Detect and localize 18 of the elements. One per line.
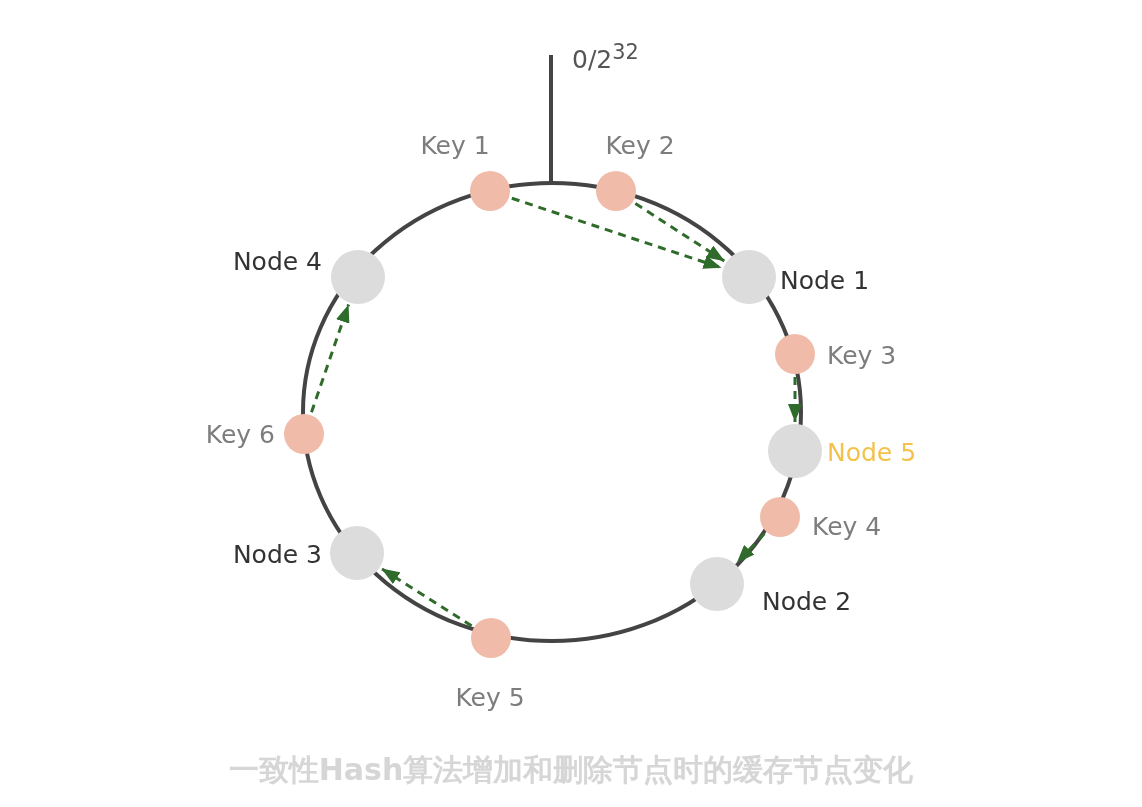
node-label: Key 1 xyxy=(420,131,490,161)
node-label: Node 3 xyxy=(232,540,322,570)
node-label: Key 2 xyxy=(605,131,675,161)
arrow xyxy=(634,202,726,263)
node-label: Node 1 xyxy=(780,266,870,296)
range-label: 0/2$^{32}$ xyxy=(572,40,639,75)
arrow xyxy=(735,532,766,564)
node-label: Key 4 xyxy=(812,512,882,542)
node-label: Key 3 xyxy=(827,341,897,371)
node-label: Node 5 xyxy=(827,438,917,468)
node-label: Node 2 xyxy=(762,587,852,617)
node-label: Key 6 xyxy=(205,420,275,450)
node-label: Key 5 xyxy=(455,683,525,713)
arrow xyxy=(788,377,802,422)
arrow xyxy=(511,196,722,270)
node-label: Node 4 xyxy=(232,247,322,277)
arrow xyxy=(380,567,473,627)
arrow xyxy=(310,303,350,413)
